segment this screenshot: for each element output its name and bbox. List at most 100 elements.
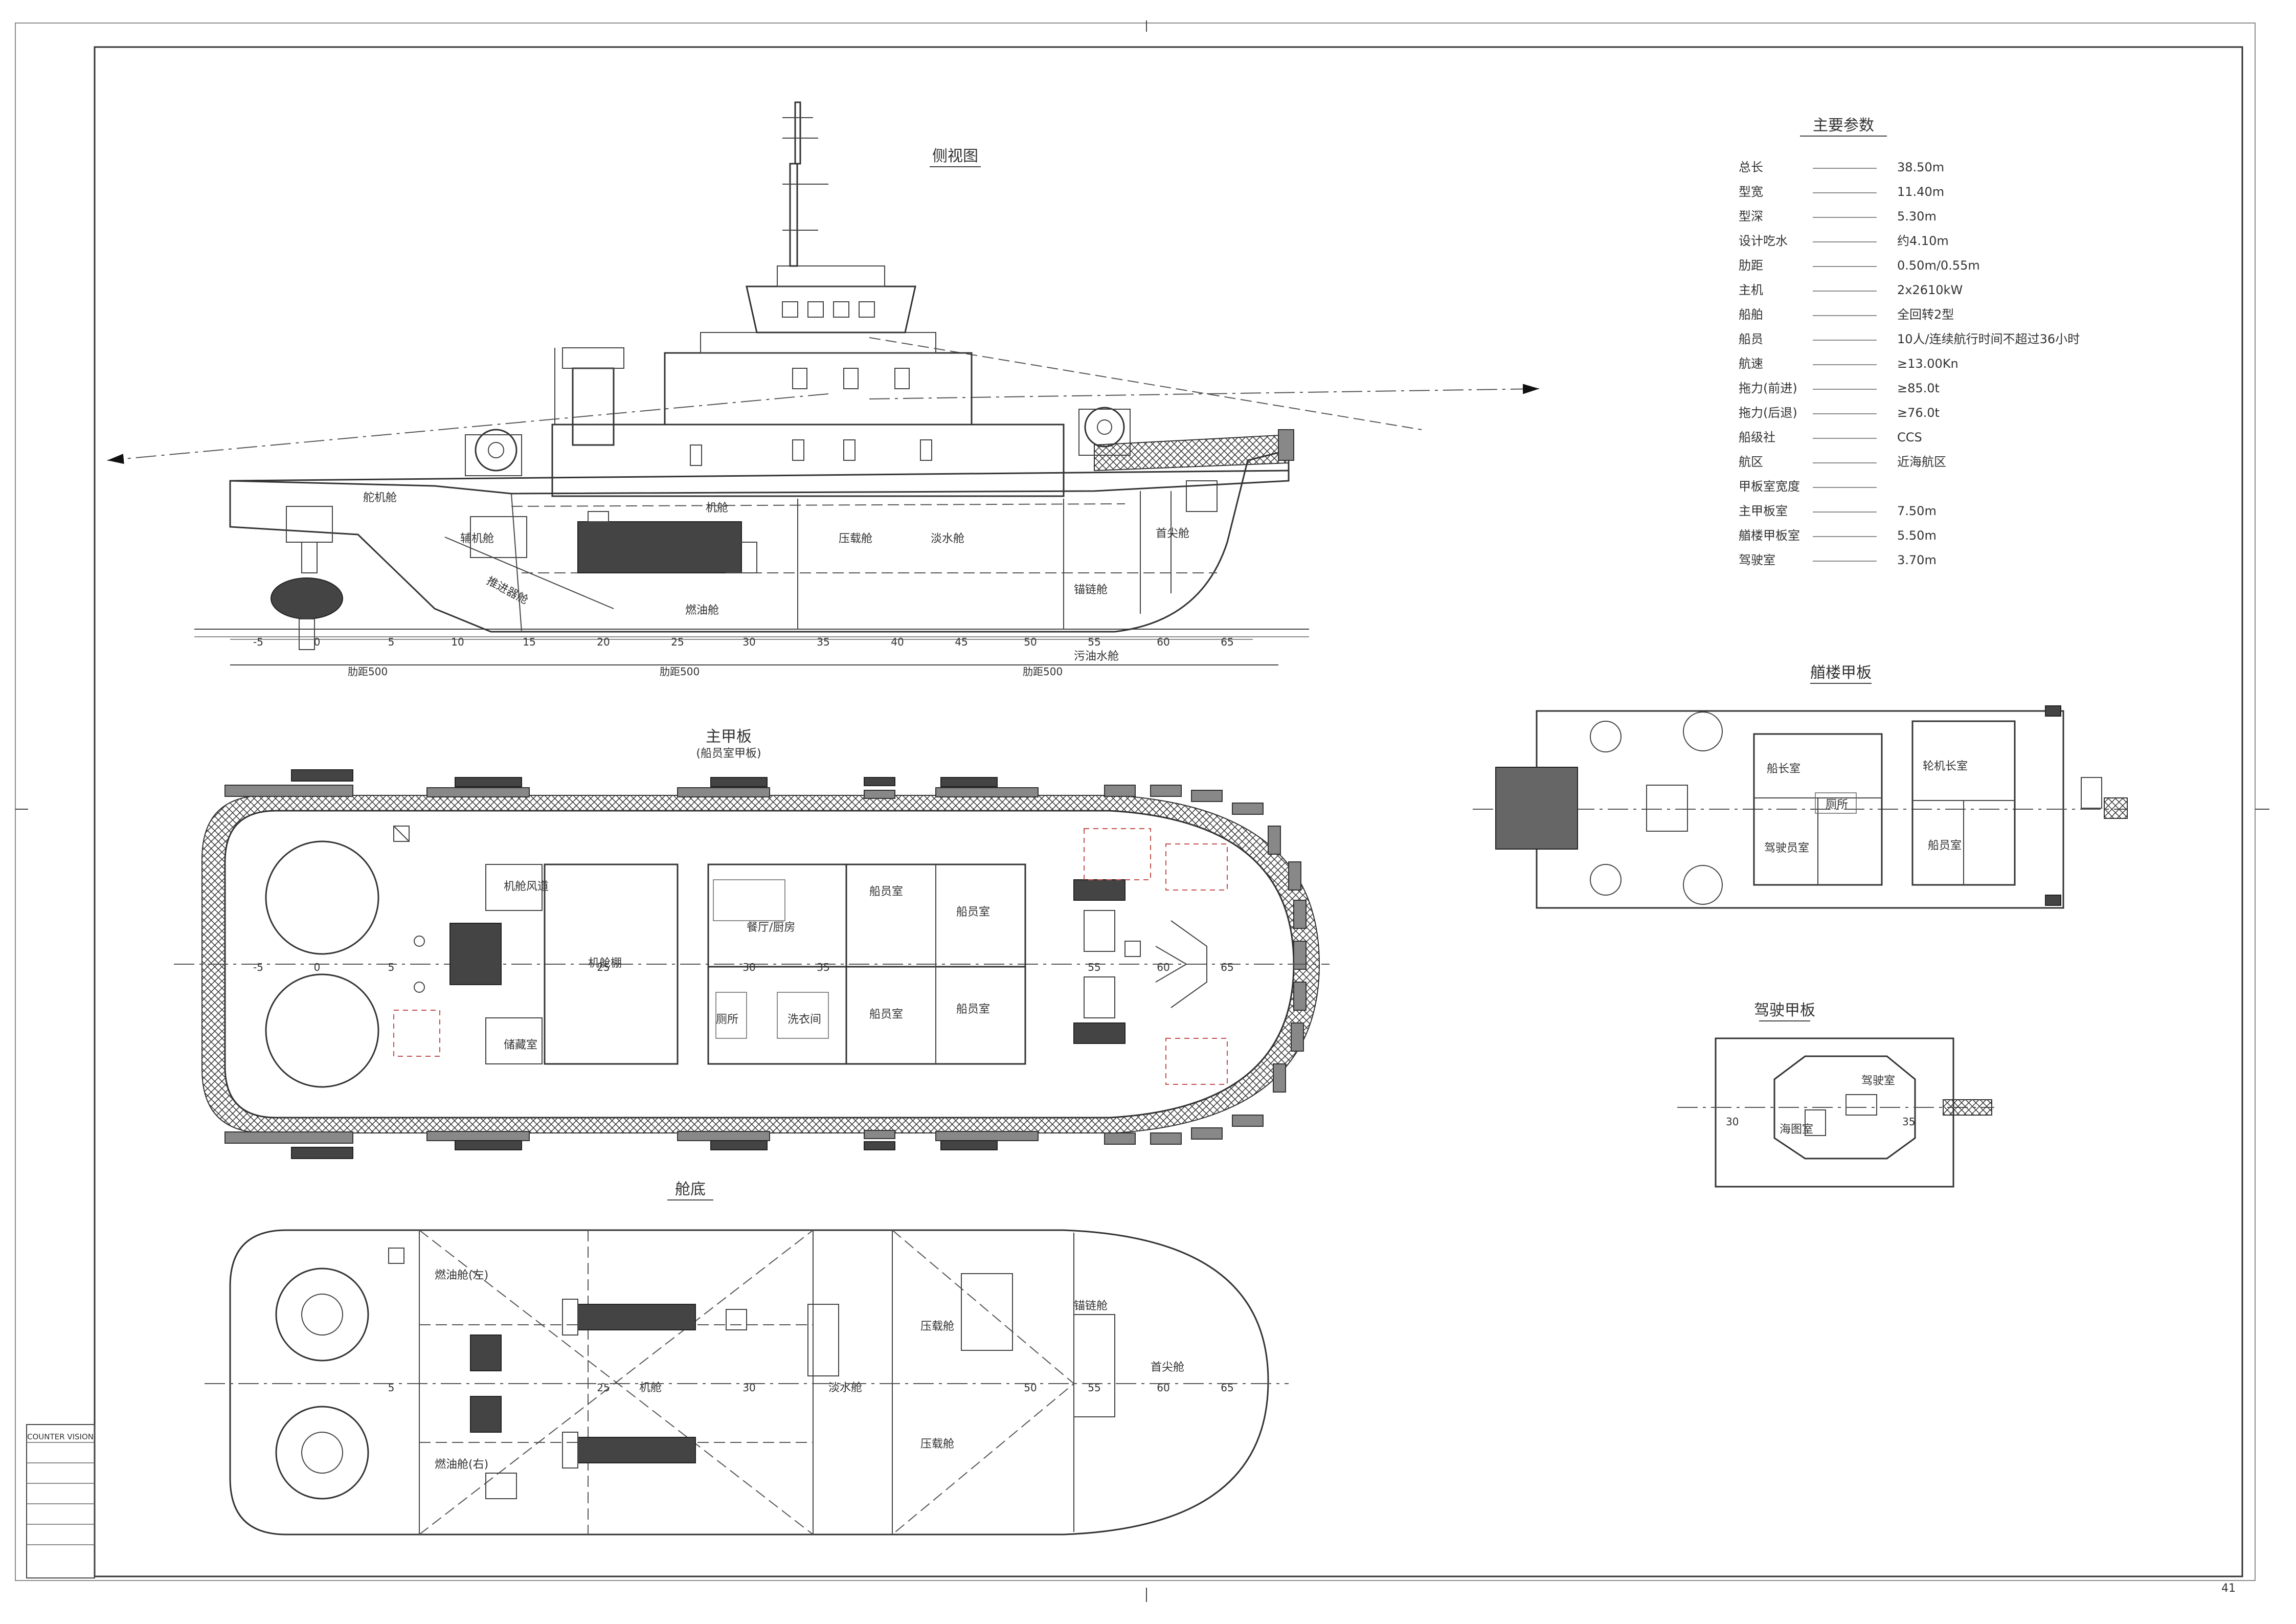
frame-tick: 25 bbox=[597, 961, 610, 973]
main-engine bbox=[470, 511, 757, 573]
spec-value: 2x2610kW bbox=[1897, 283, 1963, 297]
room-label: 洗衣间 bbox=[787, 1013, 821, 1026]
room-label: 船员室 bbox=[956, 1003, 990, 1016]
frame-tick: 50 bbox=[1024, 1382, 1037, 1394]
frame-tick: 30 bbox=[742, 1382, 755, 1394]
spec-label: 航速 bbox=[1739, 357, 1763, 371]
room-label: 船员室 bbox=[869, 1008, 903, 1021]
frame-tick: 10 bbox=[451, 636, 464, 648]
room-label: 燃油舱(右) bbox=[435, 1458, 488, 1471]
room-label: 淡水舱 bbox=[828, 1382, 862, 1394]
spec-value: 近海航区 bbox=[1897, 455, 1946, 469]
frame-tick: 25 bbox=[597, 1382, 610, 1394]
room-label: 燃油舱(左) bbox=[435, 1269, 488, 1282]
forecastle-title: 艏楼甲板 bbox=[1810, 664, 1872, 682]
frame-tick: 0 bbox=[314, 961, 321, 973]
spec-label: 总长 bbox=[1739, 160, 1763, 174]
azimuth-thruster bbox=[271, 506, 343, 650]
room-label: 首尖舱 bbox=[1156, 527, 1189, 540]
room-label: 机舱 bbox=[639, 1382, 662, 1394]
bridge-title: 驾驶甲板 bbox=[1754, 1002, 1815, 1019]
frame-tick: 5 bbox=[388, 636, 395, 648]
room-label: 首尖舱 bbox=[1151, 1361, 1184, 1374]
sheet-border bbox=[15, 20, 2269, 1602]
spec-label: 主机 bbox=[1739, 283, 1763, 297]
frame-tick: 20 bbox=[597, 636, 610, 648]
spec-label: 主甲板室 bbox=[1739, 504, 1788, 518]
frame-tick: 35 bbox=[1902, 1116, 1915, 1128]
spec-label: 设计吃水 bbox=[1739, 234, 1788, 248]
hold-title: 舱底 bbox=[675, 1181, 706, 1198]
room-label: 轮机长室 bbox=[1923, 760, 1968, 773]
frame-tick: 55 bbox=[1088, 1382, 1100, 1394]
room-label: 机舱 bbox=[706, 502, 728, 515]
room-label: 船员室 bbox=[1928, 839, 1962, 852]
room-label: 船员室 bbox=[956, 906, 990, 919]
profile-frame-scale: -5 0 5 10 15 20 25 30 35 40 45 50 55 60 … bbox=[230, 636, 1253, 648]
room-label: 压载舱 bbox=[920, 1438, 954, 1451]
spec-label: 拖力(后退) bbox=[1739, 406, 1797, 420]
spec-value: 10人/连续航行时间不超过36小时 bbox=[1897, 332, 2080, 346]
frame-tick: -5 bbox=[253, 961, 263, 973]
frame-tick: 65 bbox=[1221, 636, 1233, 648]
room-label: 辅机舱 bbox=[460, 532, 494, 545]
frame-tick: 55 bbox=[1088, 961, 1100, 973]
spec-value: 5.50m bbox=[1897, 528, 1937, 543]
spec-value: 7.50m bbox=[1897, 504, 1937, 518]
spec-label: 船员 bbox=[1739, 332, 1763, 346]
frame-tick: 5 bbox=[388, 961, 395, 973]
main-deck-view: 主甲板 (船员室甲板) bbox=[174, 728, 1330, 1159]
room-label: 压载舱 bbox=[839, 532, 872, 545]
frame-tick: 35 bbox=[817, 636, 829, 648]
bow-fenders bbox=[1104, 785, 1307, 1145]
forecastle-view: 艏楼甲板 船长室 轮机长室 船员室 厕所 驾驶员室 bbox=[1473, 664, 2128, 909]
spacing-note: 肋距500 bbox=[660, 665, 700, 678]
room-label: 厕所 bbox=[716, 1013, 738, 1026]
frame-tick: 40 bbox=[891, 636, 904, 648]
spec-label: 型深 bbox=[1739, 209, 1763, 224]
room-label: 船员室 bbox=[869, 885, 903, 898]
room-label: 机舱棚 bbox=[588, 957, 622, 970]
main-deck-subtitle: (船员室甲板) bbox=[696, 747, 761, 760]
frame-tick: 60 bbox=[1157, 1382, 1169, 1394]
room-label: 污油水舱 bbox=[1074, 650, 1119, 663]
spec-label: 甲板室宽度 bbox=[1739, 479, 1800, 494]
room-label: 燃油舱 bbox=[685, 604, 719, 617]
spec-value: 11.40m bbox=[1897, 185, 1944, 199]
frame-tick: 25 bbox=[671, 636, 684, 648]
spec-value: CCS bbox=[1897, 430, 1922, 444]
frame-tick: 0 bbox=[314, 636, 321, 648]
spacing-note: 肋距500 bbox=[348, 665, 388, 678]
room-label: 餐厅/厨房 bbox=[747, 921, 795, 934]
sheet-number: 41 bbox=[2221, 1582, 2236, 1595]
spec-label: 航区 bbox=[1739, 455, 1763, 469]
room-label: 锚链舱 bbox=[1074, 1300, 1108, 1312]
spacing-note: 肋距500 bbox=[1023, 665, 1063, 678]
frame-tick: 15 bbox=[523, 636, 535, 648]
room-label: 船长室 bbox=[1767, 763, 1800, 775]
room-label: 厕所 bbox=[1826, 798, 1848, 811]
room-label: 推进器舱 bbox=[484, 574, 530, 607]
frame-tick: -5 bbox=[253, 636, 263, 648]
profile-title: 侧视图 bbox=[932, 147, 978, 165]
room-label: 淡水舱 bbox=[931, 532, 964, 545]
spec-value: 5.30m bbox=[1897, 209, 1937, 224]
frame-tick: 30 bbox=[742, 636, 755, 648]
frame-tick: 30 bbox=[1726, 1116, 1739, 1128]
frame-tick: 65 bbox=[1221, 1382, 1233, 1394]
room-label: 机舱风道 bbox=[504, 880, 549, 893]
spec-value: 3.70m bbox=[1897, 553, 1937, 567]
spec-value: ≥85.0t bbox=[1897, 381, 1940, 395]
spec-label: 船级社 bbox=[1739, 430, 1775, 444]
room-label: 储藏室 bbox=[504, 1039, 537, 1052]
profile-view: 侧视图 bbox=[107, 101, 1540, 678]
spec-label: 船舶 bbox=[1739, 307, 1763, 322]
main-deck-title: 主甲板 bbox=[706, 728, 752, 746]
frame-tick: 50 bbox=[1024, 636, 1037, 648]
deckhouse bbox=[551, 101, 1065, 497]
forward-winch bbox=[1078, 407, 1294, 512]
frame-tick: 45 bbox=[955, 636, 967, 648]
spec-label: 驾驶室 bbox=[1739, 553, 1775, 567]
spec-value: 约4.10m bbox=[1897, 234, 1949, 248]
